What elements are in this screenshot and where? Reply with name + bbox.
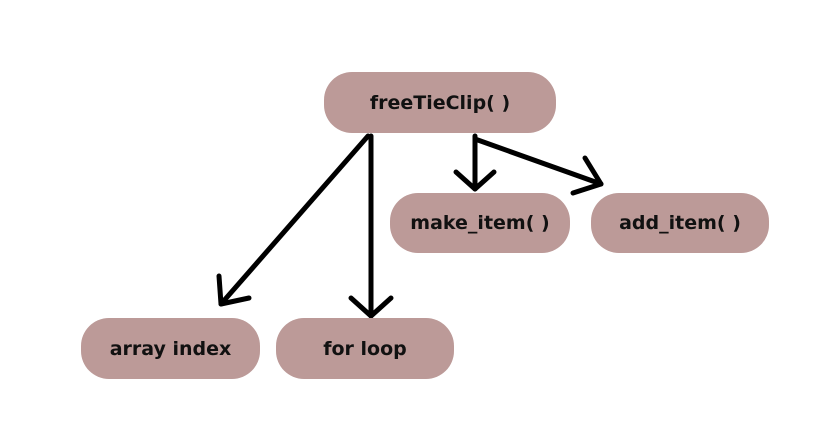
arrow-root-to-add-item	[472, 136, 604, 196]
arrow-root-to-make-item	[453, 133, 497, 192]
node-add-item: add_item( )	[591, 193, 769, 253]
node-freetieclip: freeTieClip( )	[324, 72, 556, 133]
node-label: for loop	[323, 337, 407, 360]
arrow-root-to-for-loop	[348, 133, 394, 319]
node-for-loop: for loop	[276, 318, 454, 379]
node-make-item: make_item( )	[390, 193, 570, 253]
node-array-index: array index	[81, 318, 260, 379]
arrow-root-to-array-index	[216, 133, 371, 307]
node-label: make_item( )	[410, 212, 550, 234]
node-label: freeTieClip( )	[369, 91, 511, 114]
node-label: array index	[109, 337, 232, 360]
node-label: add_item( )	[619, 212, 741, 234]
